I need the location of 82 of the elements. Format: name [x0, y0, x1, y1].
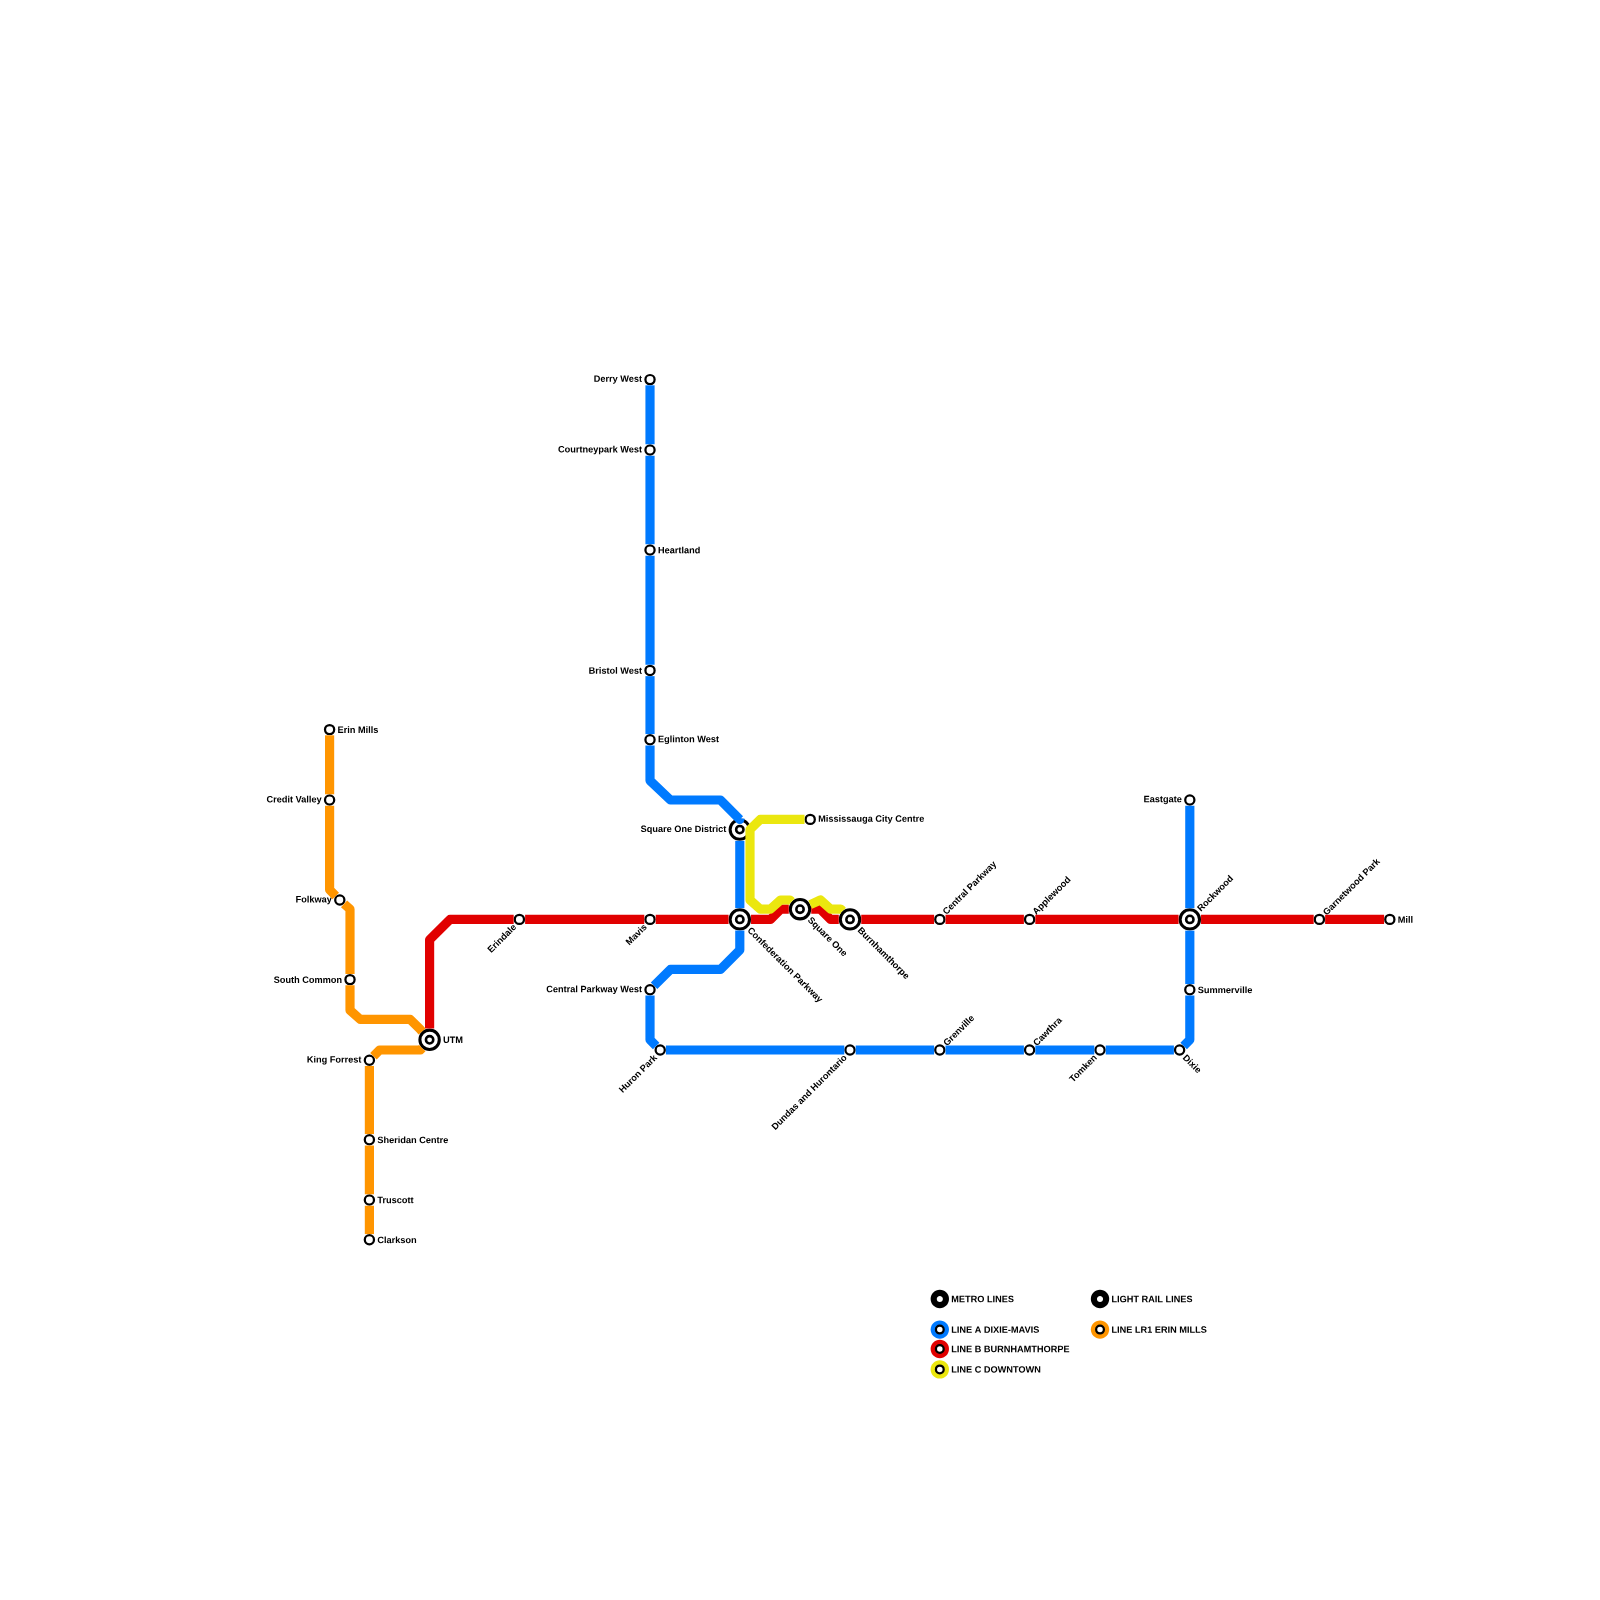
legend-label: LINE C DOWNTOWN: [951, 1366, 1041, 1373]
line-segment: [1035, 1045, 1095, 1055]
node-label: Summerville: [1198, 986, 1253, 994]
node-label: Derry West: [594, 375, 642, 384]
station: Clarkson: [363, 1234, 417, 1246]
line-segment: [1201, 914, 1314, 924]
line-segment: [945, 914, 1024, 924]
station: Erin Mills: [323, 723, 378, 736]
node-label: UTM: [443, 1036, 463, 1044]
line-segment: [345, 985, 426, 1035]
line-segment: [425, 914, 514, 1029]
line-segment: [645, 676, 655, 735]
line-segment: [751, 904, 789, 924]
station: Sheridan Centre: [363, 1134, 448, 1146]
line-segment: [1185, 930, 1195, 985]
interchange-station: UTM: [418, 1028, 463, 1052]
line-segment: [735, 840, 745, 909]
node-label: Clarkson: [377, 1236, 417, 1244]
line-segment: [325, 805, 339, 900]
station: Heartland: [644, 544, 700, 556]
line-segment: [325, 735, 335, 795]
node-label: King Forrest: [307, 1055, 362, 1065]
legend-label: LIGHT RAIL LINES: [1112, 1295, 1193, 1303]
station: Bristol West: [589, 664, 656, 677]
line-segment: [808, 895, 846, 915]
line-segment: [645, 385, 655, 445]
line-segment: [645, 995, 660, 1050]
legend-label: LINE LR1 ERIN MILLS: [1112, 1326, 1207, 1333]
line-segment: [364, 1065, 374, 1135]
station: Eglinton West: [644, 734, 719, 746]
legend-label: LINE B BURNHAMTHORPE: [951, 1345, 1070, 1353]
node-label: Mississauga City Centre: [818, 815, 925, 824]
node-label: Heartland: [658, 546, 700, 554]
station: King Forrest: [307, 1054, 376, 1066]
node-label: Truscott: [377, 1196, 414, 1204]
line-segment: [1325, 914, 1385, 924]
station: Courtneypark West: [558, 444, 656, 456]
node-label: Folkway: [296, 895, 332, 905]
line-segment: [364, 1205, 374, 1235]
line-segment: [1105, 1045, 1174, 1055]
node-label: Square One District: [640, 825, 727, 834]
node-label: Credit Valley: [266, 795, 322, 805]
node-label: Erin Mills: [338, 726, 379, 733]
station: Eastgate: [1144, 794, 1196, 806]
line-segment: [665, 1045, 845, 1055]
line-segment: [645, 455, 655, 545]
interchange-station: Square One District: [640, 818, 752, 841]
line-segment: [370, 1044, 426, 1060]
node-label: Sheridan Centre: [377, 1136, 448, 1144]
station: Credit Valley: [266, 794, 336, 806]
station: Mill: [1384, 913, 1413, 926]
line-segment: [645, 555, 655, 665]
station: Summerville: [1184, 984, 1253, 996]
line-segment: [855, 1045, 935, 1055]
line-segment: [645, 745, 745, 824]
node-label: South Common: [273, 976, 342, 983]
line-segment: [1185, 805, 1195, 909]
node-label: Bristol West: [589, 667, 642, 674]
line-segment: [525, 914, 645, 924]
line-segment: [945, 1045, 1024, 1055]
station: Derry West: [594, 373, 656, 386]
station: Central Parkway West: [546, 984, 656, 996]
line-segment: [655, 914, 729, 924]
node-label: Eastgate: [1144, 795, 1182, 805]
station: Folkway: [296, 894, 346, 906]
line-segment: [364, 1145, 374, 1195]
node-label: Central Parkway West: [546, 985, 642, 995]
station: South Common: [273, 973, 356, 986]
station: Truscott: [363, 1194, 414, 1206]
legend-label: METRO LINES: [951, 1295, 1014, 1303]
line-segment: [745, 814, 805, 914]
line-segment: [340, 900, 355, 974]
line-segment: [1035, 914, 1179, 924]
line-segment: [1180, 995, 1195, 1050]
line-segment: [811, 904, 839, 924]
station: Mississauga City Centre: [804, 813, 924, 826]
node-label: Courtneypark West: [558, 445, 642, 455]
line-segment: [650, 930, 745, 989]
line-segment: [861, 914, 935, 924]
node-label: Eglinton West: [658, 735, 719, 745]
legend-label: LINE A DIXIE-MAVIS: [951, 1326, 1039, 1333]
node-label: Mill: [1398, 916, 1413, 923]
